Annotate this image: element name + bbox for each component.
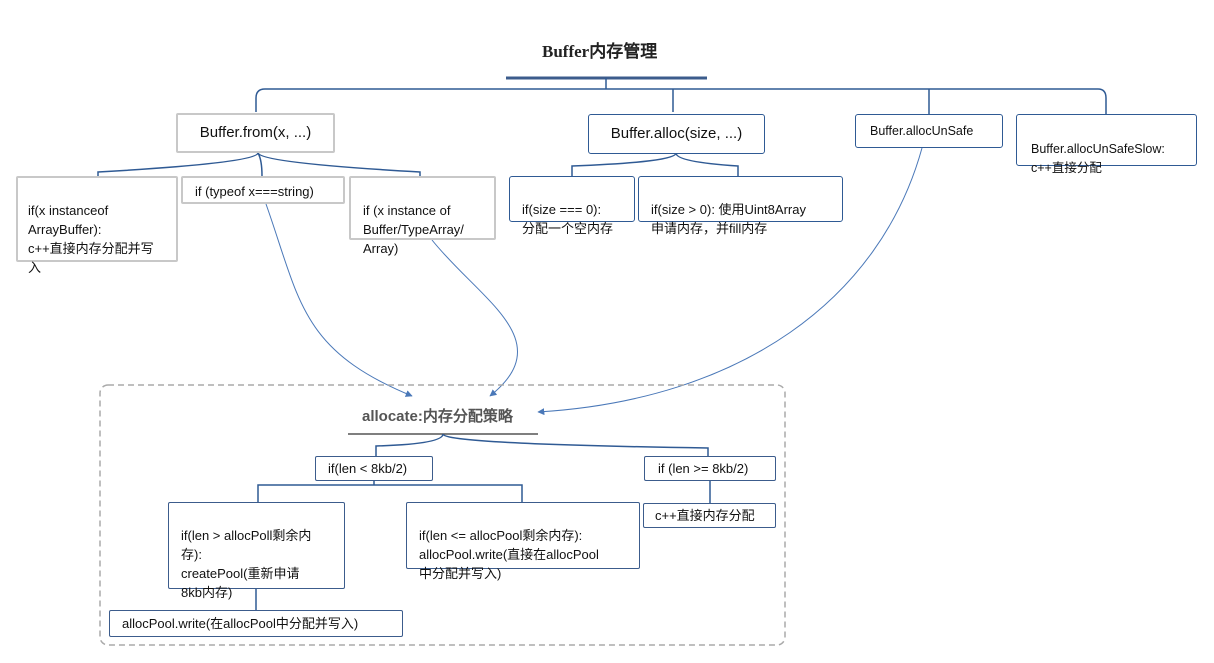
top-bracket [255, 78, 1107, 116]
case-size-positive-label: if(size > 0): 使用Uint8Array 申请内存，并fill内存 [651, 202, 806, 236]
case-size-positive-node: if(size > 0): 使用Uint8Array 申请内存，并fill内存 [638, 176, 843, 236]
diagram-title: Buffer内存管理 [542, 42, 658, 61]
pool-sufficient-label: if(len <= allocPool剩余内存): allocPool.writ… [419, 528, 599, 581]
allocate-title: allocate:内存分配策略 [362, 408, 513, 425]
pool-sufficient-node: if(len <= allocPool剩余内存): allocPool.writ… [406, 502, 640, 581]
large-action-label: c++直接内存分配 [655, 508, 755, 523]
small-len-label: if(len < 8kb/2) [328, 461, 408, 476]
from-branches [97, 152, 421, 177]
large-len-node: if (len >= 8kb/2) [644, 456, 776, 481]
allocate-group [99, 384, 786, 646]
arrow-unsafe-to-allocate [537, 147, 923, 416]
buffer-alloc-node: Buffer.alloc(size, ...) [588, 114, 765, 154]
alloc-branches [571, 152, 739, 176]
alloc-unsafe-node: Buffer.allocUnSafe [855, 114, 1003, 148]
case-arraybuffer-label: if(x instanceof ArrayBuffer): c++直接内存分配并… [28, 203, 154, 275]
case-string-node: if (typeof x===string) [181, 176, 345, 204]
small-branches [257, 481, 523, 502]
large-len-label: if (len >= 8kb/2) [658, 461, 749, 476]
small-len-node: if(len < 8kb/2) [315, 456, 433, 481]
buffer-from-node: Buffer.from(x, ...) [176, 113, 335, 153]
case-buffer-label: if (x instance of Buffer/TypeArray/ Arra… [363, 203, 464, 256]
alloc-unsafe-slow-label: Buffer.allocUnSafeSlow: c++直接分配 [1031, 142, 1165, 175]
pool-write-node: allocPool.write(在allocPool中分配并写入) [109, 610, 403, 637]
case-size-zero-node: if(size === 0): 分配一个空内存 [509, 176, 635, 236]
case-string-label: if (typeof x===string) [195, 184, 314, 199]
case-buffer-node: if (x instance of Buffer/TypeArray/ Arra… [349, 176, 496, 256]
pool-insufficient-node: if(len > allocPoll剩余内 存): createPool(重新申… [168, 502, 345, 600]
case-size-zero-label: if(size === 0): 分配一个空内存 [522, 202, 614, 236]
arrow-string-to-allocate [265, 203, 413, 397]
allocate-branches [375, 433, 709, 456]
pool-write-label: allocPool.write(在allocPool中分配并写入) [122, 616, 359, 631]
arrow-buffer-to-allocate [431, 239, 518, 397]
alloc-unsafe-slow-node: Buffer.allocUnSafeSlow: c++直接分配 [1016, 114, 1197, 175]
buffer-alloc-label: Buffer.alloc(size, ...) [610, 125, 743, 142]
alloc-unsafe-label: Buffer.allocUnSafe [870, 124, 974, 138]
buffer-from-label: Buffer.from(x, ...) [199, 124, 312, 141]
pool-insufficient-label: if(len > allocPoll剩余内 存): createPool(重新申… [181, 528, 312, 600]
case-arraybuffer-node: if(x instanceof ArrayBuffer): c++直接内存分配并… [16, 176, 178, 275]
large-action-node: c++直接内存分配 [643, 503, 776, 528]
